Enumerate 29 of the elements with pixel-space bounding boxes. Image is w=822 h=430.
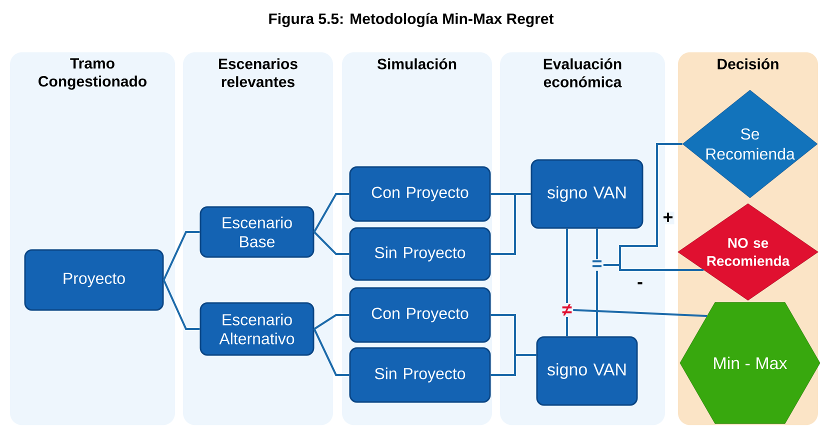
connector-line xyxy=(490,354,536,376)
connector-line xyxy=(596,228,598,260)
connector-line xyxy=(603,264,704,271)
not-equal-sign: ≠ xyxy=(562,304,572,316)
process-box: Sin Proyecto xyxy=(349,227,491,281)
process-box: Escenario Base xyxy=(200,206,314,258)
result-hexagon: Min - Max xyxy=(680,302,820,424)
connector-line xyxy=(596,270,598,336)
connector-line xyxy=(162,280,200,330)
process-box: signo VAN xyxy=(536,336,638,406)
process-box: Con Proyecto xyxy=(349,166,491,222)
connector-line xyxy=(566,228,568,303)
process-box: Proyecto xyxy=(24,249,164,311)
connector-line xyxy=(490,193,531,255)
process-box: signo VAN xyxy=(530,159,644,229)
process-box: Sin Proyecto xyxy=(349,347,491,403)
connector-line xyxy=(314,231,350,255)
connector-line xyxy=(573,308,708,317)
connector-line xyxy=(162,231,200,280)
connector-line xyxy=(314,314,350,330)
edge-label: - xyxy=(636,281,644,289)
connector-line xyxy=(566,317,568,336)
process-box: Escenario Alternativo xyxy=(200,302,314,356)
title: Figura 5.5: Metodología Min-Max Regret xyxy=(269,12,554,28)
connector-line xyxy=(313,193,350,232)
connector-line xyxy=(313,328,350,376)
edge-label: + xyxy=(662,212,674,224)
equal-sign: = xyxy=(592,260,602,268)
process-box: Con Proyecto xyxy=(349,287,491,343)
